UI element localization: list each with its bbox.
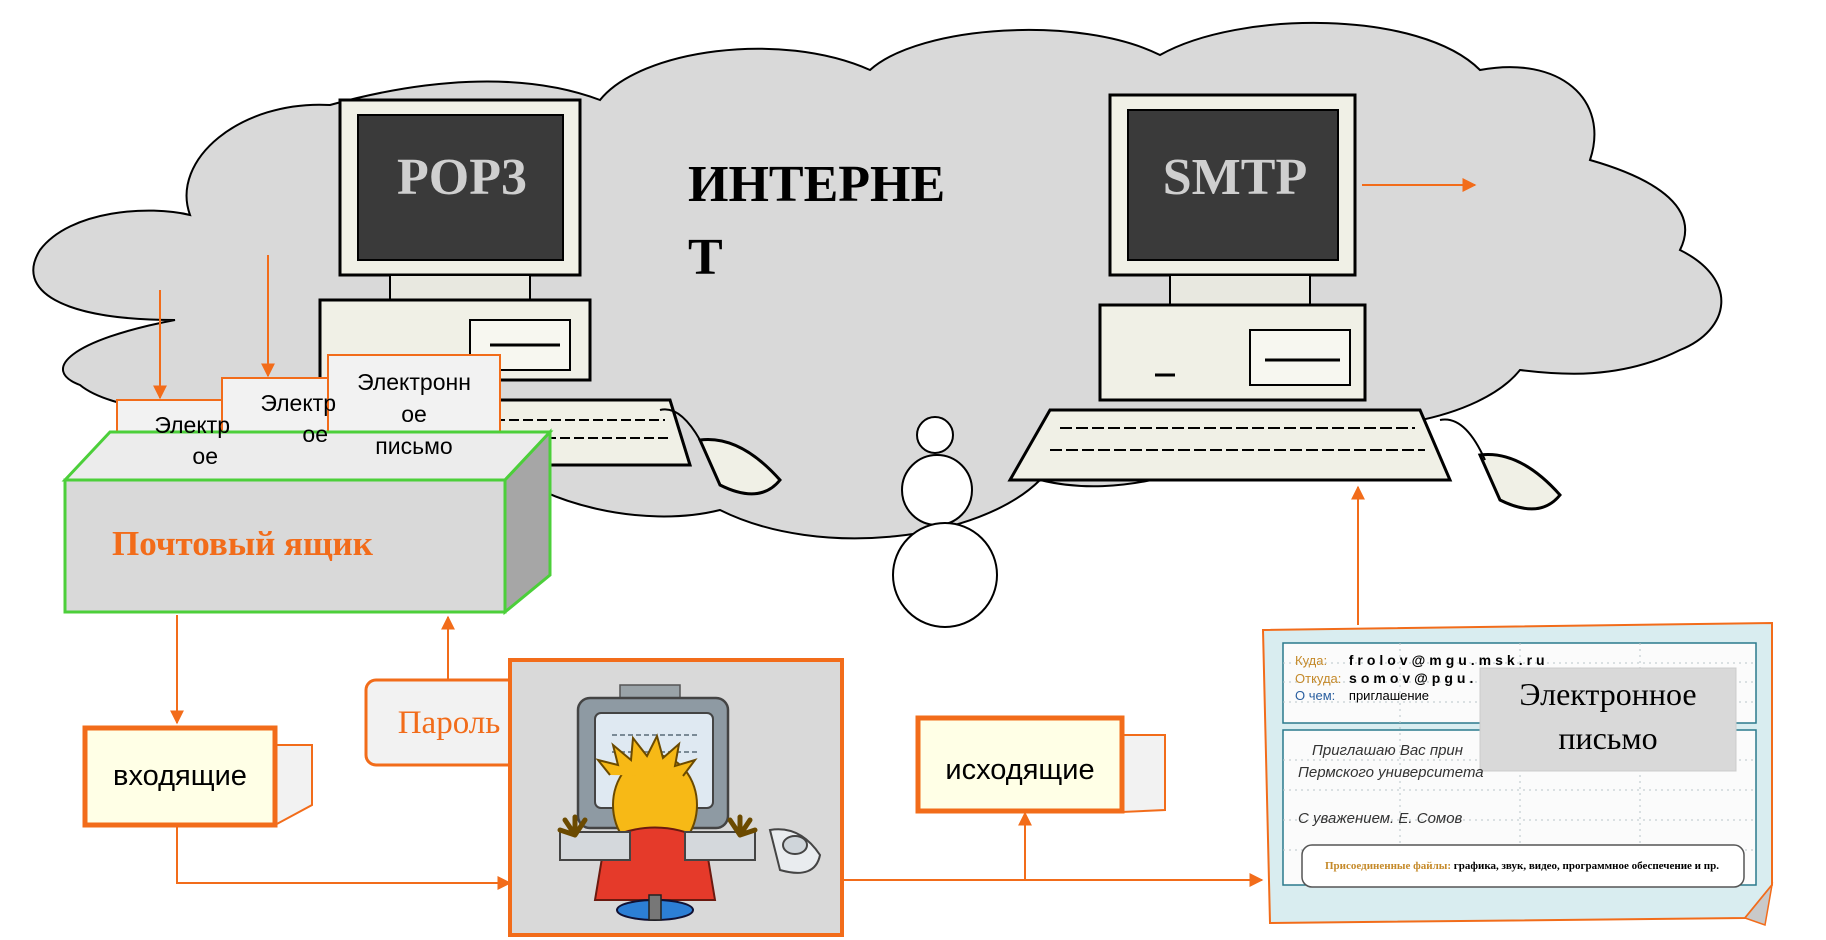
internet-title-line2: Т [688, 229, 723, 286]
email-body-line-1: Приглашаю Вас прин [1312, 742, 1464, 759]
email-attachments-value: графика, звук, видео, программное обеспе… [1453, 860, 1719, 872]
email-to-label: Куда: [1295, 653, 1328, 668]
pop3-label: POP3 [397, 149, 527, 206]
incoming-folder [82, 725, 313, 828]
internet-title-line1: ИНТЕРНЕ [688, 156, 946, 213]
letter-3-line-1: Электронн [357, 369, 471, 395]
letter-2-line-1: Электр [260, 390, 336, 416]
letter-2-line-2: ое [302, 421, 328, 447]
letter-1-line-1: Электр [154, 412, 230, 438]
letter-3-text: Электронн ое письмо [330, 366, 498, 462]
user-workstation-panel [508, 658, 844, 937]
letter-3-line-2: ое [401, 401, 427, 427]
mailbox-label: Почтовый ящик [112, 524, 373, 563]
email-overlay-line-2: письмо [1558, 720, 1658, 756]
password-label: Пароль [397, 705, 501, 741]
email-subject-label: О чем: [1295, 688, 1336, 703]
email-attachments-label: Присоединенные файлы: [1325, 860, 1452, 872]
email-signature: С уважением. Е. Сомов [1298, 810, 1463, 827]
letter-2-text: Электр ое [226, 388, 336, 450]
outgoing-folder [915, 715, 1166, 814]
letter-1-line-2: ое [192, 443, 218, 469]
email-subject-value: приглашение [1348, 688, 1430, 703]
email-from-label: Откуда: [1295, 671, 1342, 686]
incoming-arrows [153, 255, 275, 400]
smtp-server-computer [1007, 93, 1562, 511]
email-attachments-row: Присоединенные файлы: графика, звук, вид… [1325, 859, 1719, 873]
smtp-label: SMTP [1162, 149, 1308, 206]
email-to-value: frolov@mgu.msk.ru [1348, 652, 1549, 668]
email-to-row: Куда: frolov@mgu.msk.ru [1295, 652, 1549, 669]
email-form-graphic [1261, 621, 1774, 926]
outgoing-folder-label: исходящие [945, 754, 1095, 786]
letter-1-text: Электр ое [122, 410, 230, 472]
email-from-value: somov@pgu. [1349, 670, 1478, 686]
email-from-row: Откуда: somov@pgu. [1295, 670, 1477, 687]
email-body-line-2: Пермского университета [1298, 764, 1484, 781]
email-overlay-label: Электронное письмо [1480, 672, 1736, 760]
mailbox-box [61, 428, 554, 616]
thought-bubbles [892, 416, 998, 628]
letter-3-line-3: письмо [375, 433, 453, 459]
incoming-to-user-arrow [176, 815, 512, 890]
email-overlay-line-1: Электронное [1519, 676, 1697, 712]
email-subject-row: О чем: приглашение [1295, 688, 1429, 704]
incoming-folder-label: входящие [113, 760, 247, 792]
